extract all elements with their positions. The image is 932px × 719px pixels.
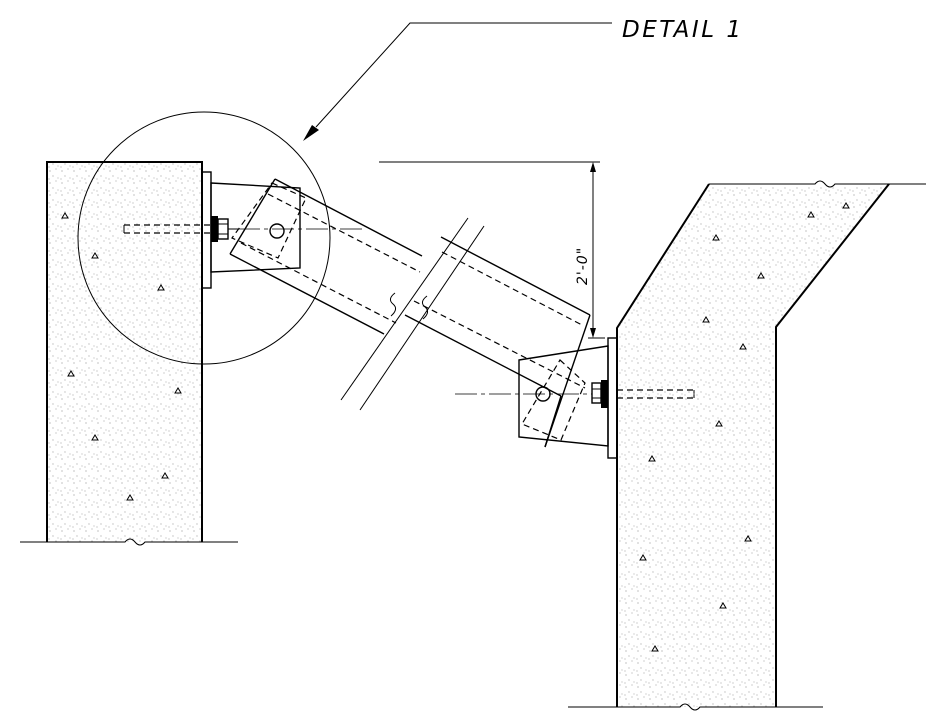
left-concrete-wall: [20, 161, 238, 546]
detail-callout-label: DETAIL 1: [622, 17, 743, 43]
dimension-label: 2'-0": [575, 247, 591, 285]
dimension: 2'-0": [379, 161, 605, 339]
right-concrete-wall: [568, 180, 926, 711]
aggregate-marks: [61, 212, 182, 501]
detail-callout: DETAIL 1: [77, 17, 743, 365]
diagonal-strut: [229, 178, 591, 448]
aggregate-marks: [639, 202, 850, 652]
